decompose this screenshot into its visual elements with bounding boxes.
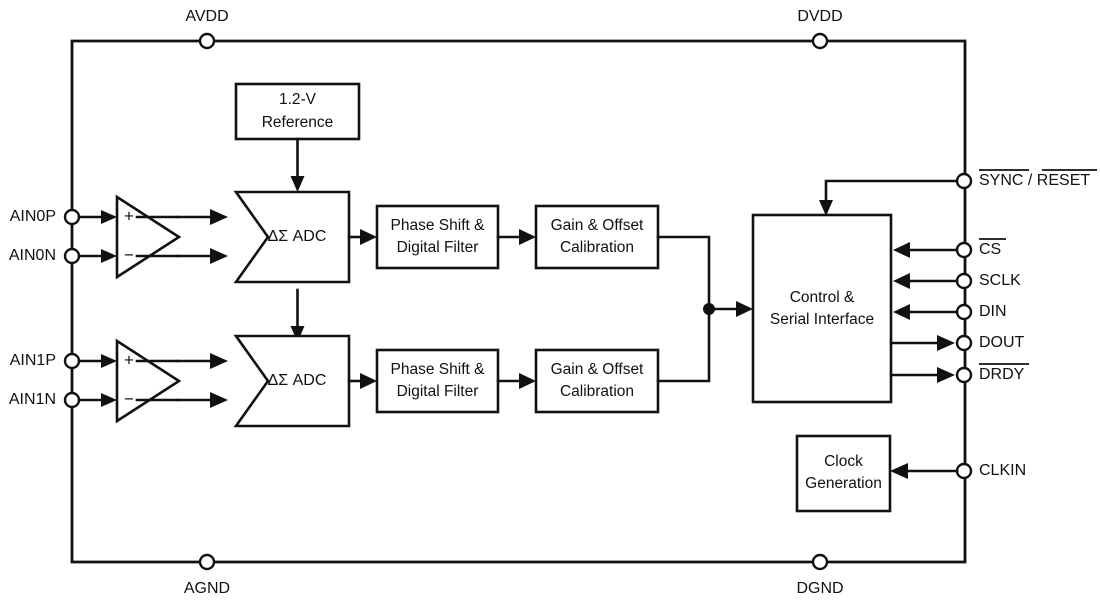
block-phase-shift-filter-1: Phase Shift & Digital Filter [375, 348, 500, 414]
control-label-line1: Control & [790, 289, 855, 306]
pin-ain1p[interactable]: AIN1P [10, 352, 117, 369]
pin-dout-label: DOUT [979, 334, 1025, 351]
clock-label-line2: Generation [805, 475, 882, 492]
pga0-minus-sign: − [124, 245, 134, 264]
device-outline [70, 39, 967, 564]
pin-ain1n[interactable]: AIN1N [9, 391, 117, 408]
clock-label-line1: Clock [824, 453, 863, 470]
block-clock-generation: Clock Generation [795, 434, 892, 513]
filter0-label-line2: Digital Filter [397, 239, 479, 256]
wire-reference-to-adc0 [290, 137, 305, 192]
pin-agnd-label: AGND [184, 580, 230, 597]
pin-dvdd-label: DVDD [797, 8, 842, 25]
cal0-label-line2: Calibration [560, 239, 634, 256]
pin-clkin-label: CLKIN [979, 462, 1026, 479]
block-gain-offset-cal-0: Gain & Offset Calibration [534, 204, 660, 270]
pin-ain0p[interactable]: AIN0P [10, 208, 117, 225]
cal1-label-line2: Calibration [560, 383, 634, 400]
block-gain-offset-cal-1: Gain & Offset Calibration [534, 348, 660, 414]
pin-drdy-label: DRDY [979, 366, 1025, 383]
cal0-label-line1: Gain & Offset [551, 217, 644, 234]
pin-agnd[interactable]: AGND [184, 553, 230, 597]
pin-cs[interactable]: CS [893, 238, 1006, 258]
control-label-line2: Serial Interface [770, 311, 874, 328]
pin-avdd-label: AVDD [185, 8, 228, 25]
filter0-label-line1: Phase Shift & [391, 217, 486, 234]
pin-clkin[interactable]: CLKIN [890, 462, 1026, 479]
pin-drdy[interactable]: DRDY [889, 363, 1029, 383]
wire-filter1-to-cal1 [496, 373, 536, 389]
block-control-serial-interface: Control & Serial Interface [751, 213, 893, 404]
pga0-plus-sign: + [124, 206, 134, 225]
block-pga-1: + − [115, 338, 228, 424]
reference-label-line1: 1.2-V [279, 91, 317, 108]
wire-adc1-to-filter1 [347, 373, 377, 389]
pin-ain0n-label: AIN0N [9, 247, 56, 264]
adc1-label: ΔΣ ADC [268, 372, 327, 389]
block-pga-0: + − [115, 194, 228, 280]
wire-reference-to-adc1 [290, 288, 305, 342]
block-adc-1: ΔΣ ADC [233, 334, 351, 428]
pin-ain1n-label: AIN1N [9, 391, 56, 408]
pga1-minus-sign: − [124, 389, 134, 408]
adc0-label: ΔΣ ADC [268, 228, 327, 245]
wire-filter0-to-cal0 [496, 229, 536, 245]
pin-sclk-label: SCLK [979, 272, 1021, 289]
pin-dgnd-label: DGND [796, 580, 843, 597]
block-reference: 1.2-V Reference [234, 82, 361, 141]
pin-ain0p-label: AIN0P [10, 208, 56, 225]
pin-din-label: DIN [979, 303, 1007, 320]
cal1-label-line1: Gain & Offset [551, 361, 644, 378]
pin-sync-reset-label: SYNC / RESET [979, 172, 1090, 189]
pin-dout[interactable]: DOUT [889, 334, 1025, 351]
filter1-label-line2: Digital Filter [397, 383, 479, 400]
block-adc-0: ΔΣ ADC [233, 190, 351, 284]
pin-ain1p-label: AIN1P [10, 352, 56, 369]
wire-adc0-to-filter0 [347, 229, 377, 245]
pin-dvdd[interactable]: DVDD [797, 8, 843, 50]
pga1-plus-sign: + [124, 350, 134, 369]
reference-label-line2: Reference [262, 114, 334, 131]
wire-calibration-merge-bus [656, 235, 753, 383]
block-phase-shift-filter-0: Phase Shift & Digital Filter [375, 204, 500, 270]
bus-junction-dot [703, 303, 715, 315]
pin-dgnd[interactable]: DGND [796, 553, 844, 597]
pin-cs-label: CS [979, 241, 1001, 258]
pin-din[interactable]: DIN [893, 303, 1007, 320]
pin-ain0n[interactable]: AIN0N [9, 247, 117, 264]
pin-sclk[interactable]: SCLK [893, 272, 1021, 289]
filter1-label-line1: Phase Shift & [391, 361, 486, 378]
pin-avdd[interactable]: AVDD [185, 8, 229, 50]
pin-sync-reset[interactable]: SYNC / RESET [819, 169, 1097, 216]
